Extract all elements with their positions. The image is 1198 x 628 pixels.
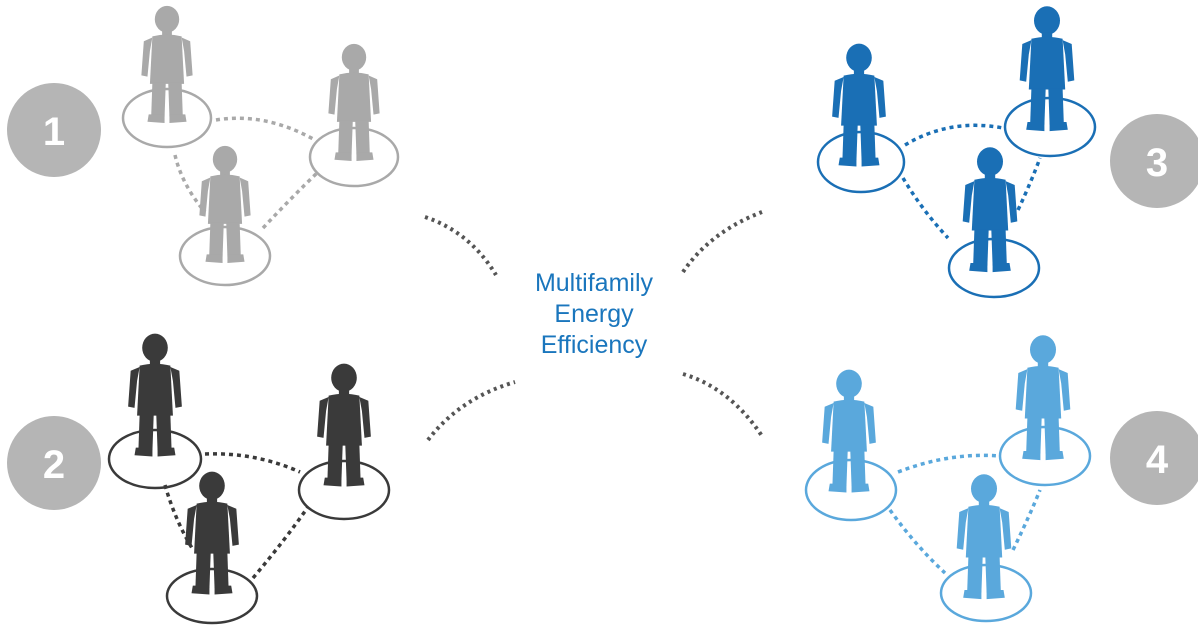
group-4	[804, 335, 1092, 623]
badge-number: 4	[1146, 438, 1169, 482]
person-icon	[804, 369, 898, 522]
connector-lines	[888, 453, 1042, 575]
badge-number: 2	[43, 443, 65, 487]
group-2	[107, 333, 391, 625]
center-connectors	[424, 210, 764, 442]
group-3	[816, 6, 1097, 299]
connector-lines	[901, 123, 1042, 240]
person-icon	[816, 43, 906, 194]
number-badge-1: 1	[7, 83, 101, 177]
person-icon	[308, 43, 400, 188]
center-label-line-2: Energy	[554, 300, 634, 328]
person-icon	[121, 5, 213, 149]
person-icon	[178, 145, 272, 287]
person-icon	[998, 335, 1092, 487]
center-label-line-3: Efficiency	[540, 331, 648, 359]
number-badge-3: 3	[1110, 114, 1198, 208]
connector-lines	[163, 452, 310, 580]
number-badge-4: 4	[1110, 411, 1198, 505]
person-icon	[939, 474, 1033, 623]
person-icon	[947, 147, 1041, 299]
badge-number: 1	[43, 110, 65, 154]
person-icon	[297, 363, 391, 521]
person-icon	[165, 471, 259, 625]
number-badge-2: 2	[7, 416, 101, 510]
person-icon	[107, 333, 203, 490]
person-icon	[1003, 6, 1097, 158]
badge-number: 3	[1146, 141, 1168, 185]
group-1	[121, 5, 400, 287]
center-label-line-1: Multifamily	[534, 269, 654, 297]
center-label: Multifamily Energy Efficiency	[474, 268, 714, 361]
